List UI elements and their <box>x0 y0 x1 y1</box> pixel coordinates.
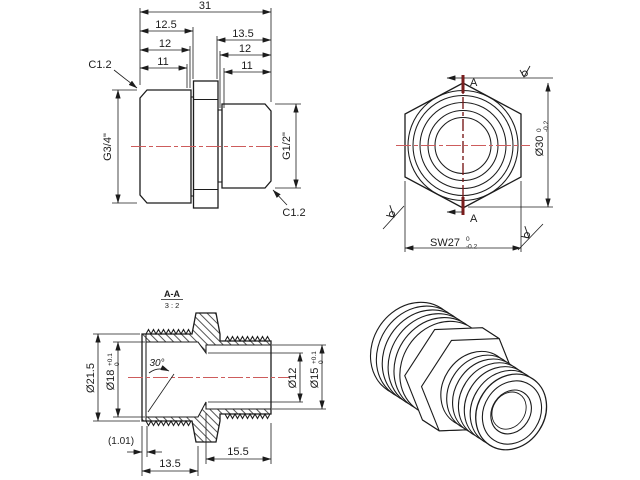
end-extension-lines <box>404 77 553 252</box>
svg-text:0: 0 <box>536 128 543 132</box>
dim-bore-mid: Ø12 <box>287 368 299 389</box>
dim-od: Ø21.5 <box>85 363 97 393</box>
surface-finish-icon <box>382 204 399 221</box>
thread-spec-left: G3/4" <box>102 133 114 161</box>
chamfer-label-bottom: C1.2 <box>282 207 305 219</box>
dim-left-2: 12 <box>159 38 171 50</box>
section-cut-label-bottom: A <box>470 213 478 225</box>
dim-bore-left: Ø18 +0.1 0 <box>105 353 121 391</box>
svg-text:-0.2: -0.2 <box>543 120 550 132</box>
dim-bore-right: Ø15 +0.1 0 <box>309 351 325 389</box>
cutting-plane <box>446 75 465 215</box>
thread-spec-right: G1/2" <box>281 132 293 160</box>
dim-depth-left: 13.5 <box>159 458 180 470</box>
isometric-view <box>369 301 548 451</box>
front-view: 31 12.5 12 11 13.5 12 11 C1.2 C1.2 G3/4"… <box>88 0 305 219</box>
svg-text:Ø18: Ø18 <box>105 370 117 391</box>
section-silhouette <box>141 312 272 443</box>
svg-text:Ø30: Ø30 <box>534 136 546 157</box>
bore-bottom-profile <box>146 401 271 418</box>
svg-text:+0.1: +0.1 <box>311 351 318 364</box>
section-scale: 3 : 2 <box>165 301 180 310</box>
section-title: A-A <box>164 289 180 299</box>
svg-text:0: 0 <box>114 362 121 366</box>
svg-text:0: 0 <box>318 360 325 364</box>
dim-right-3: 11 <box>241 60 252 72</box>
bore-top-profile <box>146 341 271 355</box>
svg-text:0: 0 <box>466 236 470 243</box>
dim-outer-diameter: Ø30 0 -0.2 <box>534 120 550 156</box>
dim-runout: (1.01) <box>108 436 134 447</box>
thread-crests <box>145 328 271 427</box>
front-dimension-lines <box>113 9 299 206</box>
hex-body-side <box>192 80 219 209</box>
section-extension-lines <box>93 333 326 476</box>
dim-right-1: 13.5 <box>232 28 253 40</box>
section-dimension-lines <box>95 333 325 474</box>
dim-right-2: 12 <box>239 43 251 55</box>
section-hatch <box>142 313 271 442</box>
dim-wrench-size: SW27 0 -0.2 <box>430 236 478 251</box>
thread-g34-body <box>139 89 192 204</box>
section-cut-label-top: A <box>470 77 478 89</box>
dim-left-3: 11 <box>157 56 168 68</box>
section-view: A-A 3 : 2 30° <box>85 289 326 476</box>
front-extension-lines <box>112 8 301 204</box>
chamfer-label-top: C1.2 <box>88 59 111 71</box>
thread-g12-body <box>221 103 272 189</box>
surface-finish-icon <box>519 65 531 78</box>
svg-text:-0.2: -0.2 <box>466 244 478 251</box>
dim-total-length: 31 <box>199 0 211 12</box>
svg-text:Ø15: Ø15 <box>309 368 321 389</box>
end-dimension-lines <box>404 82 551 251</box>
dim-depth-right: 15.5 <box>227 446 248 458</box>
svg-text:+0.1: +0.1 <box>107 353 114 366</box>
surface-finish-icon <box>517 225 534 242</box>
svg-text:SW27: SW27 <box>430 237 460 249</box>
dim-left-1: 12.5 <box>155 19 176 31</box>
dim-cone-angle: 30° <box>149 358 164 369</box>
end-view: A A Ø30 0 -0.2 SW27 0 -0.2 <box>382 65 553 252</box>
